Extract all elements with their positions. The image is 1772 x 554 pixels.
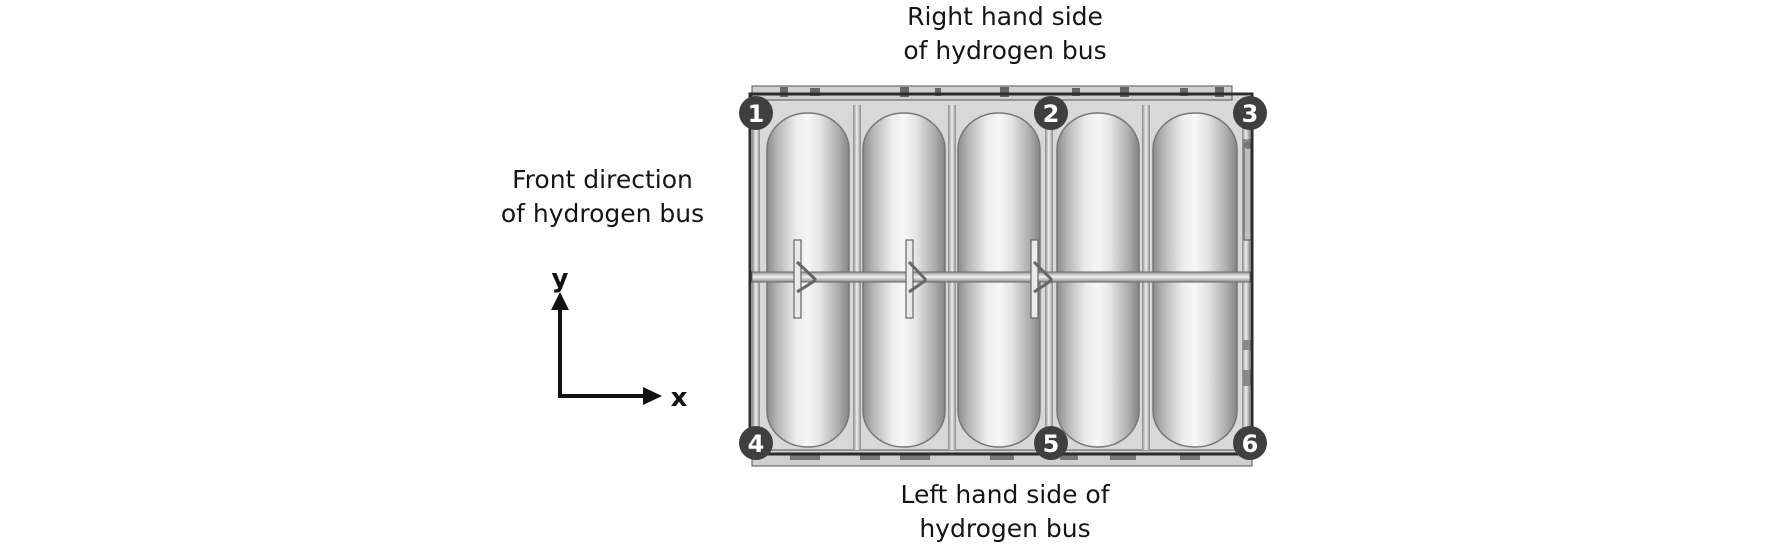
marker-4: 4 <box>739 426 773 460</box>
marker-6-label: 6 <box>1242 430 1259 458</box>
right-hand-side-label: Right hand side of hydrogen bus <box>900 0 1110 68</box>
marker-5-label: 5 <box>1043 430 1060 458</box>
rack-frame <box>748 92 1254 456</box>
marker-3: 3 <box>1233 96 1267 130</box>
front-direction-label: Front direction of hydrogen bus <box>495 163 710 231</box>
top-fittings <box>780 87 1224 97</box>
marker-4-label: 4 <box>748 430 765 458</box>
marker-1-label: 1 <box>748 100 765 128</box>
marker-2-label: 2 <box>1043 100 1060 128</box>
corner-markers: 1 2 3 4 5 6 <box>739 96 1267 460</box>
left-hand-side-label: Left hand side of hydrogen bus <box>890 478 1120 546</box>
tank-rack <box>748 85 1254 467</box>
marker-3-label: 3 <box>1242 100 1259 128</box>
x-axis-label: x <box>671 383 688 413</box>
x-arrowhead-icon <box>643 387 662 405</box>
front-direction-label-line-1: Front direction <box>512 165 693 194</box>
marker-1: 1 <box>739 96 773 130</box>
axis-indicator: y x <box>551 264 688 413</box>
left-hand-side-label-line-1: Left hand side of <box>900 480 1110 509</box>
cross-bar <box>751 271 1251 283</box>
tank-straps <box>793 239 1054 319</box>
y-arrowhead-icon <box>551 292 569 310</box>
marker-2: 2 <box>1034 96 1068 130</box>
right-hand-side-label-line-1: Right hand side <box>907 2 1103 31</box>
marker-6: 6 <box>1233 426 1267 460</box>
y-axis-label: y <box>552 264 569 294</box>
marker-5: 5 <box>1034 426 1068 460</box>
front-direction-label-line-2: of hydrogen bus <box>500 199 705 228</box>
bottom-fittings <box>790 454 1200 460</box>
left-hand-side-label-line-2: hydrogen bus <box>919 514 1091 543</box>
right-hand-side-label-line-2: of hydrogen bus <box>903 36 1107 65</box>
